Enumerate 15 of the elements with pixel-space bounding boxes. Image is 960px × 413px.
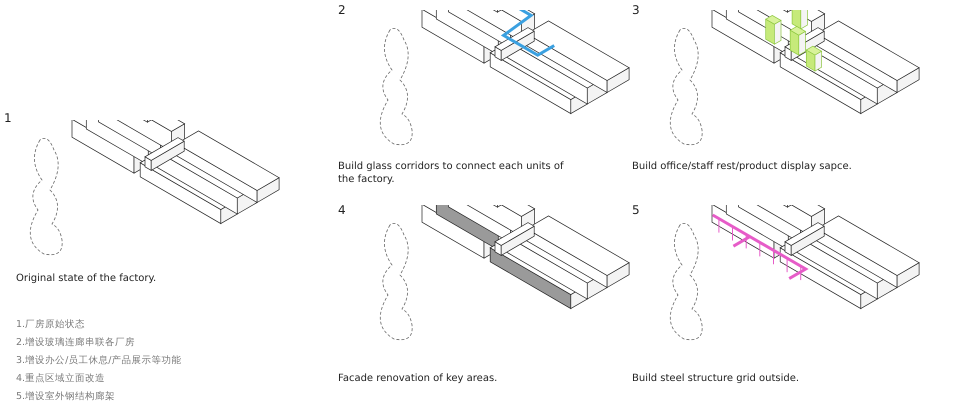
- step-number: 3: [632, 4, 640, 17]
- step-list-item: 4.重点区域立面改造: [16, 372, 106, 385]
- step-list-item: 3.增设办公/员工休息/产品展示等功能: [16, 354, 182, 367]
- step-number: 5: [632, 204, 640, 217]
- step-list-item: 2.增设玻璃连廊串联各厂房: [16, 336, 136, 349]
- caption: Build glass corridors to connect each units of the factory.: [338, 160, 565, 186]
- step-number: 1: [4, 112, 12, 125]
- caption: Original state of the factory.: [16, 272, 158, 285]
- step-number: 4: [338, 204, 346, 217]
- step-number: 2: [338, 4, 346, 17]
- caption: Facade renovation of key areas.: [338, 372, 498, 385]
- step-list-item: 5.增设室外钢结构廊架: [16, 390, 116, 403]
- caption: Build office/staff rest/product display sapce.: [632, 160, 853, 173]
- step-list-item: 1.厂房原始状态: [16, 318, 86, 331]
- caption: Build steel structure grid outside.: [632, 372, 800, 385]
